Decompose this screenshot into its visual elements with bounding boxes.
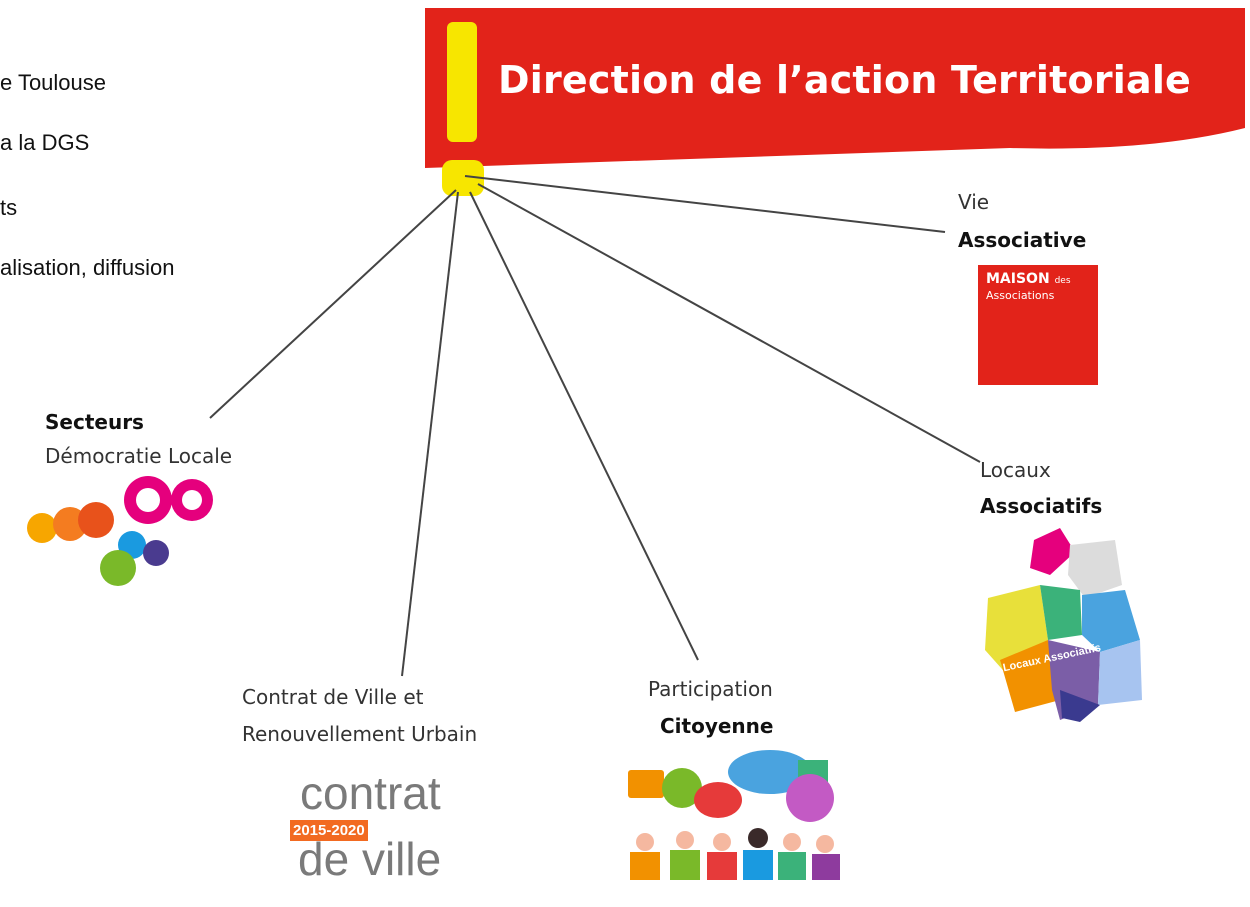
participation-label-light: Participation — [648, 677, 773, 701]
maison-logo-line2: Associations — [986, 289, 1055, 302]
locaux-label-light: Locaux — [980, 458, 1051, 482]
contrat-logo-years: 2015-2020 — [290, 820, 368, 841]
intro-line-4: alisation, diffusion — [0, 255, 175, 280]
maison-logo-line1: MAISON — [986, 271, 1050, 287]
participation-label-bold: Citoyenne — [660, 714, 774, 738]
connector-contrat — [401, 191, 459, 677]
exclamation-bar — [447, 22, 477, 142]
banner-title: Direction de l’action Territoriale — [498, 58, 1192, 102]
vie-label-bold: Associative — [958, 228, 1087, 252]
connector-participation — [469, 191, 699, 661]
participation-logo — [628, 750, 840, 880]
secteurs-logo — [27, 476, 213, 586]
contrat-logo-bottom: de ville — [298, 833, 442, 885]
maison-associations-logo: MAISON des Associations — [978, 265, 1098, 385]
vie-label-light: Vie — [958, 190, 990, 214]
intro-line-3: ts — [0, 195, 18, 220]
title-banner — [425, 8, 1245, 168]
contrat-label-line2: Renouvellement Urbain — [242, 722, 478, 746]
intro-line-1: e Toulouse — [0, 70, 107, 95]
connector-locaux — [477, 183, 981, 463]
secteurs-label-bold: Secteurs — [45, 410, 144, 434]
connector-secteurs — [209, 189, 457, 419]
contrat-logo-top: contrat — [300, 767, 441, 819]
connector-vie — [464, 175, 946, 233]
maison-logo-suffix: des — [1054, 276, 1071, 286]
hub-node — [442, 160, 484, 196]
contrat-label-line1: Contrat de Ville et — [242, 685, 424, 709]
locaux-map — [985, 528, 1142, 722]
locaux-label-bold: Associatifs — [980, 494, 1103, 518]
intro-line-2: a la DGS — [0, 130, 90, 155]
secteurs-label-light: Démocratie Locale — [45, 444, 233, 468]
